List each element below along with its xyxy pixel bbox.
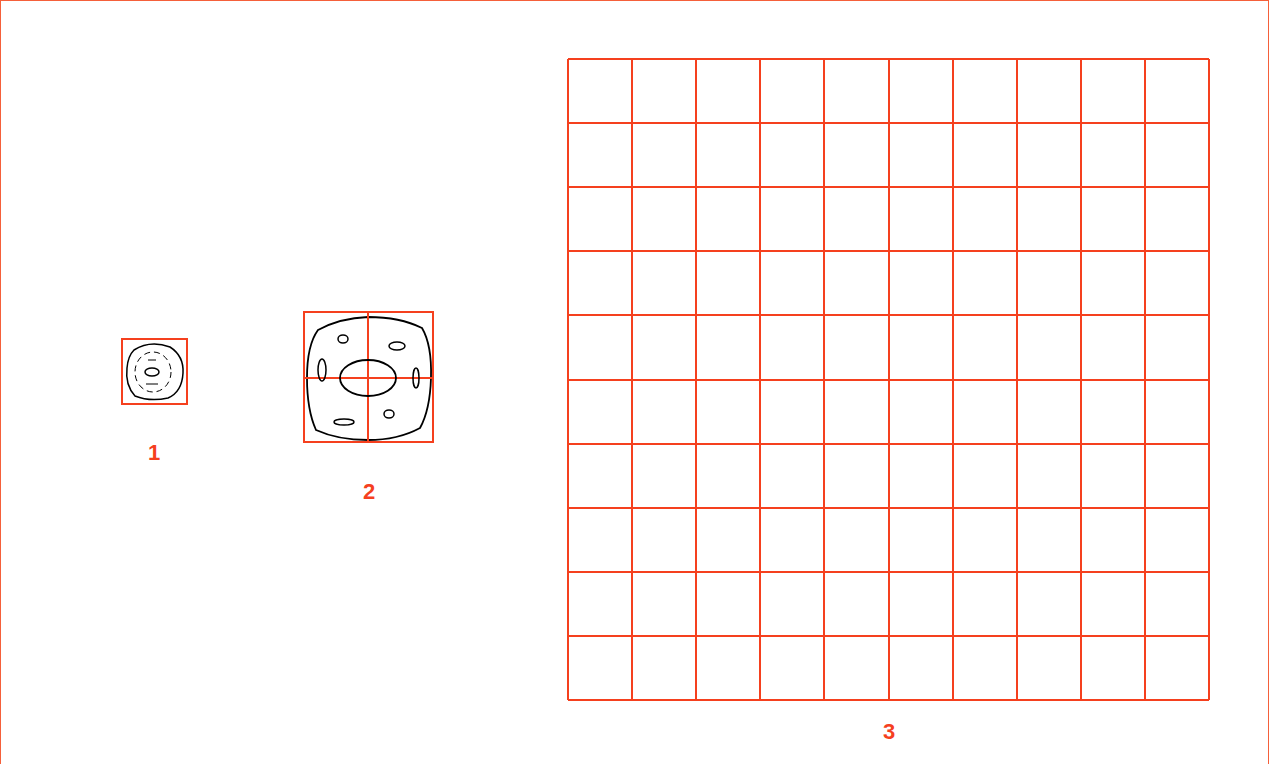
grid-line (568, 443, 1209, 445)
grid-line (952, 59, 954, 700)
grid-line (568, 507, 1209, 509)
grid-line (1080, 59, 1082, 700)
figure-number: 3 (883, 721, 895, 743)
grid-line (1144, 59, 1146, 700)
grid (568, 59, 1209, 700)
grid-line (568, 379, 1209, 381)
grid-line (1208, 59, 1210, 700)
figure-number: 1 (148, 442, 160, 464)
grid-line (568, 699, 1209, 701)
grid-line (568, 571, 1209, 573)
small-sketch (122, 339, 187, 404)
figure-number: 2 (363, 481, 375, 503)
large-sketch (304, 312, 433, 442)
grid-line (568, 635, 1209, 637)
grid-line (1016, 59, 1018, 700)
